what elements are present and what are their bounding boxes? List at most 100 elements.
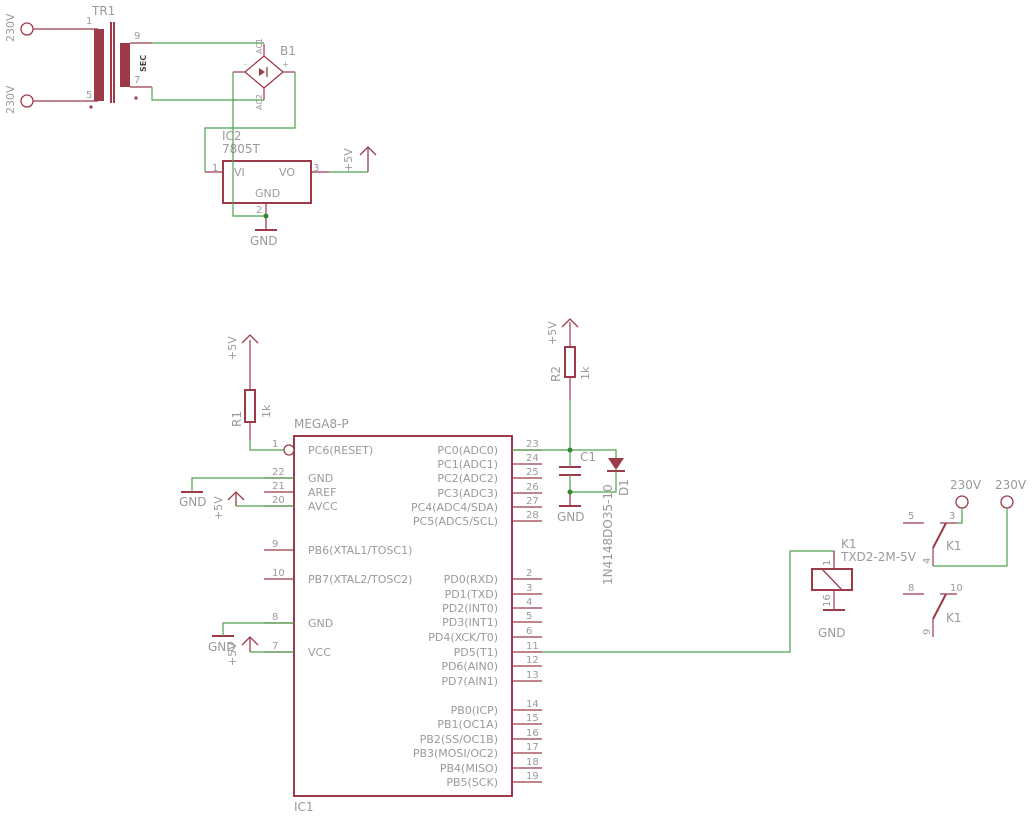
transformer-secondary-label: SEC xyxy=(139,55,148,72)
mcu-pin-number: 26 xyxy=(526,482,539,493)
bridge-minus: - xyxy=(244,60,247,69)
mcu-pin-right: 11 PD5(T1) xyxy=(454,641,542,659)
mcu-wires xyxy=(191,400,835,653)
gnd-regulator: GND xyxy=(250,216,278,248)
regulator-supply-label: +5V xyxy=(342,148,355,172)
diode-d1: D1 1N4148DO35-10 xyxy=(601,458,631,585)
relay-contact-p4: 4 xyxy=(922,558,933,564)
mcu-avcc-supply-label: +5V xyxy=(212,496,225,520)
mcu-pin-name: PB7(XTAL2/TOSC2) xyxy=(308,573,412,586)
relay-mains-terminals: 230V 230V xyxy=(933,478,1027,567)
mcu-pin-number: 3 xyxy=(526,583,532,594)
regulator-pin-gnd: 2 xyxy=(256,205,262,216)
mcu-pin-name: PB0(ICP) xyxy=(451,704,498,717)
r1-name: R1 xyxy=(230,411,244,427)
relay-contact-1: K1 5 3 4 xyxy=(903,511,962,566)
mcu-pin-number: 5 xyxy=(526,611,532,622)
mcu-pin-name: PD5(T1) xyxy=(454,646,498,659)
mcu-pin-name: PD0(RXD) xyxy=(444,573,498,586)
mcu-pin-right: 5 PD3(INT1) xyxy=(442,611,542,629)
relay-contact-p10: 10 xyxy=(950,583,963,594)
mcu-gnd-top-label: GND xyxy=(179,495,207,509)
mcu-pin-name: PC0(ADC0) xyxy=(437,444,498,457)
r1-supply-label: +5V xyxy=(226,336,239,360)
transformer-primary-label: PRI xyxy=(81,57,90,72)
mcu-pin-number: 21 xyxy=(272,481,285,492)
power-supply-wires xyxy=(151,42,368,219)
mains-top-label: 230V xyxy=(4,13,17,42)
mcu-pin-name: PD7(AIN1) xyxy=(441,675,498,688)
mcu-gnd-bottom-label: GND xyxy=(208,640,236,654)
mcu-pin-number: 27 xyxy=(526,496,539,507)
regulator-gnd: GND xyxy=(255,187,280,200)
relay-contact-p9: 9 xyxy=(922,629,933,635)
relay-contact-p5: 5 xyxy=(908,511,914,522)
mcu-pin-name: PC6(RESET) xyxy=(308,444,373,457)
c1-gnd-label: GND xyxy=(557,510,585,524)
resistor-r1: +5V R1 1k xyxy=(226,334,273,440)
relay-contact-p3: 3 xyxy=(949,511,955,522)
r2-name: R2 xyxy=(549,366,563,382)
mcu-pin-left: 1 PC6(RESET) xyxy=(272,439,373,457)
mcu-pin-name: PD4(XCK/T0) xyxy=(428,631,498,644)
mcu-pin-name: PB4(MISO) xyxy=(440,762,498,775)
mcu-pin-name: PB1(OC1A) xyxy=(437,718,498,731)
mcu-pin-number: 10 xyxy=(272,568,285,579)
mcu-pin-name: PB3(MOSI/OC2) xyxy=(413,747,498,760)
mcu-pin-name: AVCC xyxy=(308,500,338,513)
tr1-pin1: 1 xyxy=(86,16,92,27)
bridge-ac1: AC1 xyxy=(255,38,264,54)
resistor-r2: +5V R2 1k xyxy=(546,318,592,400)
relay-gnd-label: GND xyxy=(818,626,846,640)
relay-coil-pin16: 16 xyxy=(822,594,833,607)
mcu-pin-number: 24 xyxy=(526,453,539,464)
mcu-pin-number: 20 xyxy=(272,495,285,506)
mcu-pin-name: VCC xyxy=(308,646,331,659)
tr1-pin9: 9 xyxy=(134,31,140,42)
relay-mains-right: 230V xyxy=(995,478,1027,492)
mcu-pin-number: 18 xyxy=(526,757,539,768)
bridge-rectifier-b1: B1 AC1 AC2 - + xyxy=(233,38,296,110)
mcu-pin-name: PD6(AIN0) xyxy=(441,660,498,673)
mcu-pin-number: 9 xyxy=(272,539,278,550)
mcu-value: MEGA8-P xyxy=(294,417,349,431)
mcu-pin-number: 15 xyxy=(526,713,539,724)
r1-value: 1k xyxy=(260,404,273,418)
mcu-pin-name: PB2(SS/OC1B) xyxy=(420,733,498,746)
mcu-pin-name: PD3(INT1) xyxy=(442,616,498,629)
mcu-pin-number: 22 xyxy=(272,467,285,478)
mcu-pin-number: 23 xyxy=(526,439,539,450)
r2-value: 1k xyxy=(579,366,592,380)
bridge-ac2: AC2 xyxy=(255,94,264,110)
regulator-vo: VO xyxy=(279,166,295,179)
mcu-pin-number: 11 xyxy=(526,641,539,652)
relay-contact1-name: K1 xyxy=(946,539,962,553)
regulator-gnd-label: GND xyxy=(250,234,278,248)
mcu-vcc-supply-label: +5V xyxy=(226,642,239,666)
mcu-pin-number: 1 xyxy=(272,439,278,450)
regulator-vi: VI xyxy=(234,166,245,179)
r2-supply-label: +5V xyxy=(546,321,559,345)
mcu-pin-right: 18 PB4(MISO) xyxy=(440,757,542,775)
mcu-pin-name: AREF xyxy=(308,486,336,499)
mcu-pin-number: 28 xyxy=(526,510,539,521)
mcu-pin-name: PB5(SCK) xyxy=(446,776,498,789)
mcu-pin-name: PC2(ADC2) xyxy=(437,472,498,485)
relay-name: K1 xyxy=(841,537,857,551)
regulator-pin-out: 3 xyxy=(313,163,319,174)
mains-input-bottom: 230V xyxy=(4,85,98,114)
mcu-pin-number: 4 xyxy=(526,597,532,608)
